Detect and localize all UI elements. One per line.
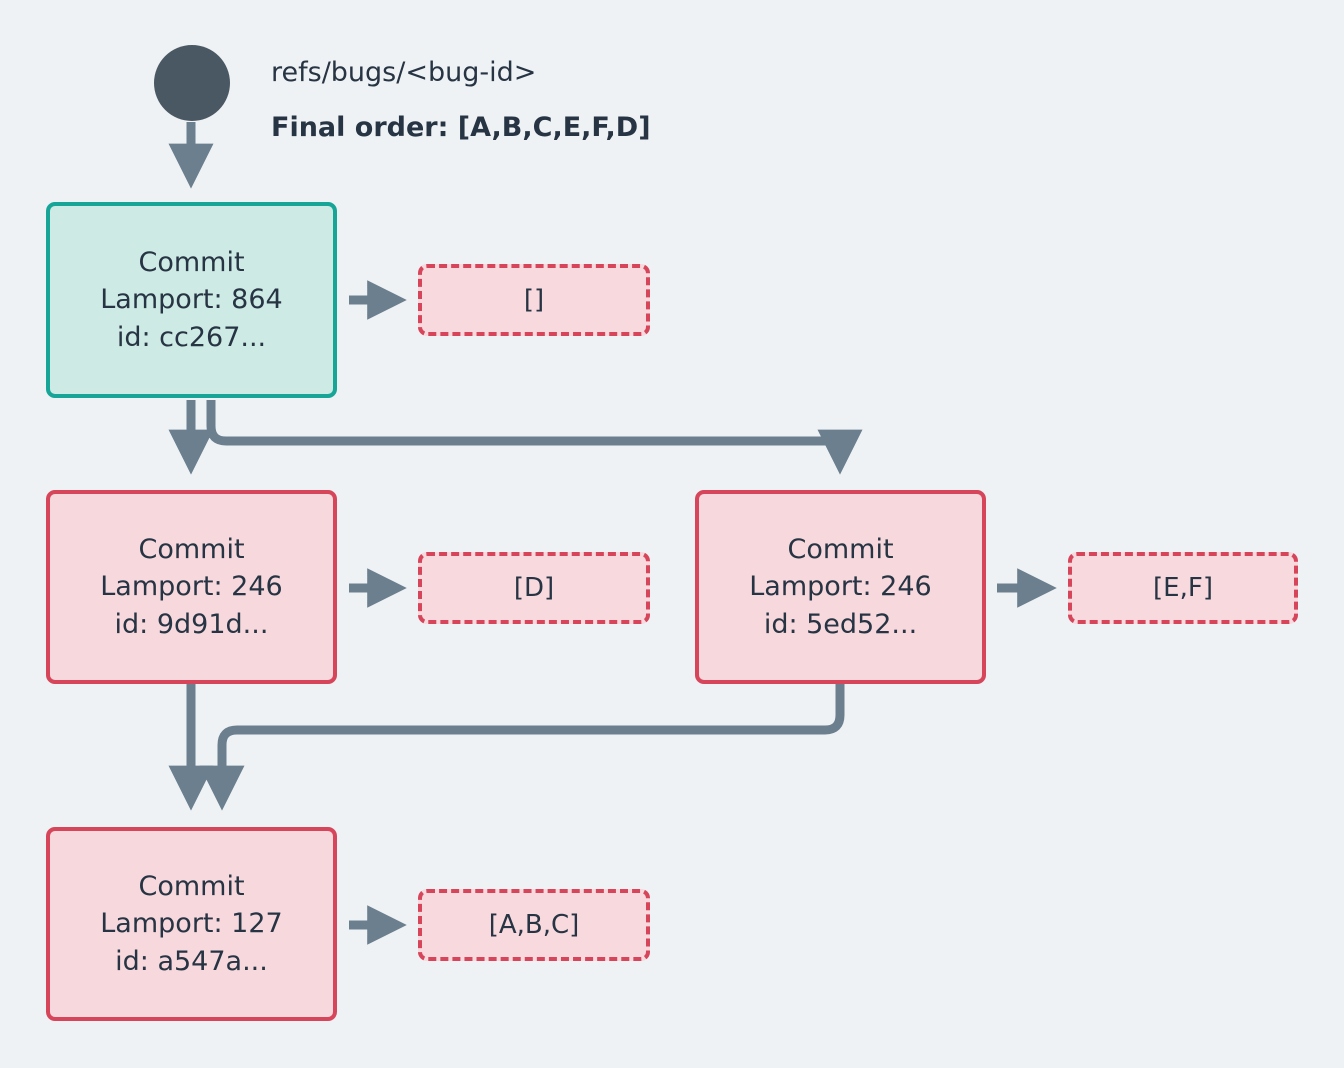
commit-id: id: cc267... (116, 321, 267, 353)
commit-lamport: Lamport: 127 (100, 908, 283, 940)
edge-cc267-to-5ed52 (206, 400, 863, 475)
commit-id: id: a547a... (115, 945, 268, 977)
edge-5ed52-to-a547a (199, 684, 845, 811)
commit-title: Commit (138, 871, 245, 903)
commit-lamport: Lamport: 864 (100, 284, 283, 316)
ref-path-label: refs/bugs/<bug-id> (271, 57, 537, 88)
commit-id: id: 9d91d... (114, 608, 269, 640)
final-order-label: Final order: [A,B,C,E,F,D] (271, 112, 651, 143)
ops-label: [D] (513, 573, 555, 603)
commit-title: Commit (138, 247, 245, 279)
ops-label: [] (523, 285, 545, 315)
commit-node-cc267[interactable]: Commit Lamport: 864 id: cc267... (46, 202, 337, 398)
root-ref-node[interactable] (154, 45, 230, 121)
ops-box-a547a[interactable]: [A,B,C] (418, 889, 650, 961)
ops-label: [A,B,C] (488, 910, 580, 940)
commit-lamport: Lamport: 246 (749, 571, 932, 603)
commit-node-5ed52[interactable]: Commit Lamport: 246 id: 5ed52... (695, 490, 986, 684)
ops-label: [E,F] (1153, 573, 1213, 603)
commit-lamport: Lamport: 246 (100, 571, 283, 603)
commit-title: Commit (138, 534, 245, 566)
commit-id: id: 5ed52... (763, 608, 918, 640)
ops-box-5ed52[interactable]: [E,F] (1068, 552, 1298, 624)
commit-node-a547a[interactable]: Commit Lamport: 127 id: a547a... (46, 827, 337, 1021)
commit-title: Commit (787, 534, 894, 566)
ops-box-9d91d[interactable]: [D] (418, 552, 650, 624)
commit-node-9d91d[interactable]: Commit Lamport: 246 id: 9d91d... (46, 490, 337, 684)
ops-box-cc267[interactable]: [] (418, 264, 650, 336)
